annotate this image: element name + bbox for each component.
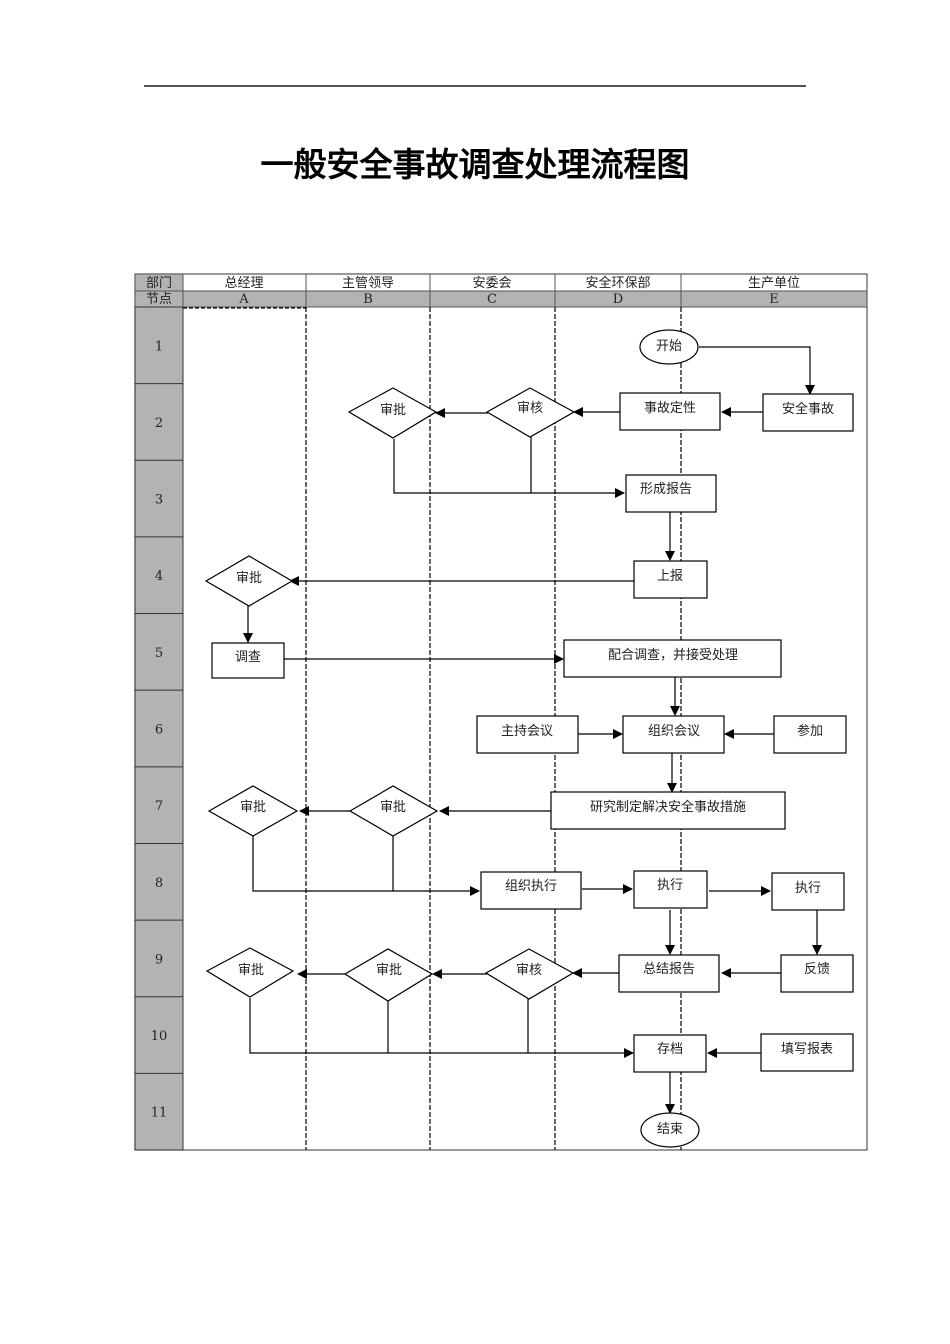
node-approve-b-2 — [347, 387, 438, 439]
row-label: 7 — [155, 799, 163, 814]
host-meeting-label: 主持会议 — [501, 724, 553, 739]
row-label: 11 — [151, 1106, 168, 1121]
column-header-E: 生产单位 — [748, 276, 800, 291]
archive-label: 存档 — [657, 1042, 683, 1057]
end-label: 结束 — [657, 1122, 683, 1137]
form-report-label: 形成报告 — [640, 482, 692, 497]
row-label: 5 — [155, 646, 163, 661]
organize-exec-label: 组织执行 — [505, 879, 557, 894]
approve-b-7-label: 审批 — [380, 800, 406, 815]
node-review-c-2 — [485, 387, 576, 438]
summary-label: 总结报告 — [643, 962, 695, 977]
start-terminal — [639, 329, 699, 365]
row-label: 9 — [155, 952, 163, 967]
node-summary — [618, 954, 720, 993]
node-fill-form — [760, 1033, 854, 1072]
node-form-report — [625, 474, 717, 513]
review-c-9-label: 审核 — [516, 963, 542, 978]
node-review-c-9 — [484, 948, 575, 1000]
column-header-B: 主管领导 — [342, 276, 394, 291]
execute-e-label: 执行 — [795, 881, 821, 896]
feedback-label: 反馈 — [804, 962, 830, 977]
node-investigate — [211, 642, 285, 679]
node-label-C: C — [487, 292, 497, 307]
page-title: 一般安全事故调查处理流程图 — [260, 145, 690, 184]
row-label: 4 — [155, 569, 163, 584]
classify-label: 事故定性 — [644, 401, 696, 416]
connectors — [243, 346, 822, 1114]
node-organize-meeting — [622, 715, 725, 754]
approve-b-2-label: 审批 — [380, 403, 406, 418]
node-archive — [633, 1034, 707, 1073]
fill-form-label: 填写报表 — [781, 1042, 833, 1057]
node-classify — [619, 392, 721, 431]
node-feedback — [780, 954, 854, 993]
row-label: 10 — [151, 1029, 168, 1044]
approve-a-7-label: 审批 — [240, 800, 266, 815]
node-execute-e — [771, 872, 845, 911]
attend-label: 参加 — [797, 723, 823, 739]
header-rule — [144, 85, 806, 87]
end-terminal — [640, 1112, 700, 1148]
node-attend — [773, 715, 847, 754]
node-organize-exec — [480, 871, 582, 910]
row-label: 8 — [155, 876, 163, 891]
arrow-approve-to-report — [393, 439, 625, 498]
node-host-meeting — [476, 715, 579, 754]
measures-label: 研究制定解决安全事故措施 — [590, 799, 746, 815]
approve-a-9-label: 审批 — [238, 963, 264, 978]
approve-a-4-label: 审批 — [236, 571, 262, 586]
cooperate-label: 配合调查，并接受处理 — [608, 647, 738, 663]
investigate-label: 调查 — [235, 650, 261, 665]
header-node-label: 节点 — [146, 292, 172, 307]
node-report-up — [633, 560, 708, 599]
header-dept-label: 部门 — [146, 276, 172, 291]
review-c-2-label: 审核 — [517, 401, 543, 416]
node-label-E: E — [769, 292, 779, 307]
node-approve-b-7 — [348, 785, 439, 837]
report-up-label: 上报 — [657, 569, 683, 584]
approve-b-9-label: 审批 — [376, 963, 402, 978]
node-label-B: B — [363, 292, 373, 307]
execute-d-label: 执行 — [657, 878, 683, 893]
column-header-A: 总经理 — [224, 276, 263, 291]
node-label-A: A — [238, 292, 249, 307]
start-label: 开始 — [656, 339, 682, 354]
organize-meeting-label: 组织会议 — [648, 724, 700, 739]
node-approve-a-9 — [205, 947, 295, 998]
node-approve-a-4 — [204, 555, 294, 607]
accident-label: 安全事故 — [782, 401, 834, 417]
node-execute-d — [633, 870, 708, 909]
column-header-D: 安全环保部 — [585, 275, 650, 291]
row-label: 3 — [155, 493, 163, 508]
node-measures — [550, 791, 786, 830]
node-approve-a-7 — [207, 785, 299, 837]
row-label: 2 — [155, 416, 163, 431]
arrow-start-to-accident — [699, 346, 815, 395]
arrow-approve-to-archive — [249, 998, 634, 1058]
column-header-C: 安委会 — [472, 276, 511, 291]
arrow-approve-to-organize-exec — [252, 836, 480, 896]
node-cooperate — [563, 639, 782, 678]
node-label-D: D — [613, 292, 623, 307]
row-label: 6 — [155, 723, 163, 738]
node-approve-b-9 — [343, 948, 434, 1002]
row-label: 1 — [155, 339, 163, 354]
node-accident — [762, 393, 854, 432]
